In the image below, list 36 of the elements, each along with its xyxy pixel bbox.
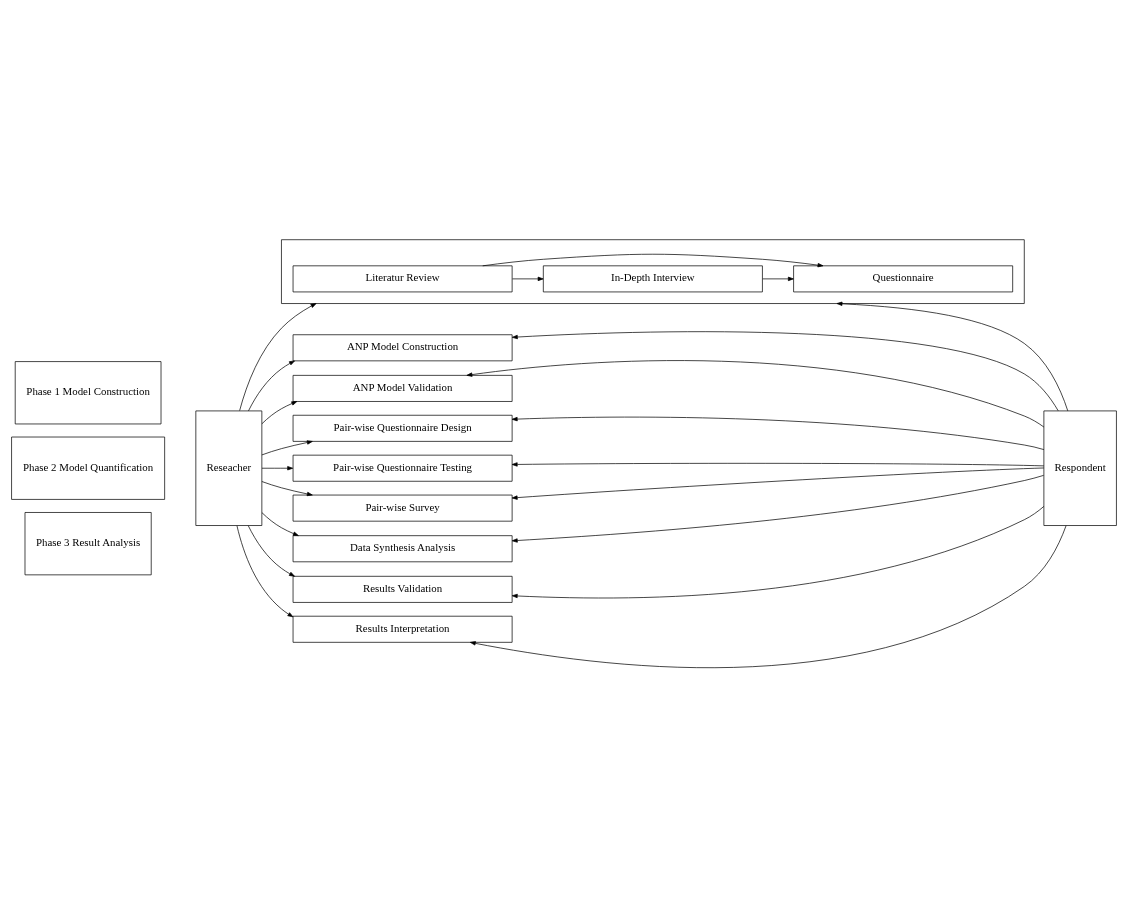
arrow bbox=[469, 525, 1067, 668]
node-box: ANP Model Validation bbox=[292, 375, 513, 402]
arrow bbox=[762, 276, 794, 282]
arrow bbox=[239, 303, 317, 411]
node-box: Results Interpretation bbox=[292, 615, 513, 643]
arrow bbox=[511, 331, 1059, 412]
arrow bbox=[466, 360, 1045, 428]
arrow bbox=[512, 276, 544, 282]
arrow bbox=[511, 475, 1044, 543]
node-box: Reseacher bbox=[195, 410, 263, 526]
node-box: Pair-wise Questionnaire Testing bbox=[292, 454, 513, 482]
arrow bbox=[261, 512, 299, 536]
arrow bbox=[261, 401, 298, 425]
arrow bbox=[511, 416, 1045, 450]
node-box: Phase 3 Result Analysis bbox=[24, 512, 152, 576]
node-box: ANP Model Construction bbox=[292, 334, 513, 362]
arrow bbox=[261, 440, 313, 456]
node-box: Data Synthesis Analysis bbox=[292, 535, 513, 563]
arrow bbox=[511, 462, 1045, 467]
arrow bbox=[261, 481, 313, 497]
node-box: Pair-wise Survey bbox=[292, 494, 513, 522]
arrow bbox=[482, 253, 824, 268]
arrow bbox=[247, 525, 295, 577]
arrow bbox=[261, 466, 294, 471]
node-box: Phase 1 Model Construction bbox=[14, 361, 162, 425]
node-box: Pair-wise Questionnaire Design bbox=[292, 414, 513, 442]
arrow bbox=[236, 525, 294, 618]
arrow bbox=[836, 301, 1069, 412]
node-box: Phase 2 Model Quantification bbox=[11, 436, 165, 500]
node-box: Literatur Review bbox=[292, 265, 513, 293]
node-box: Results Validation bbox=[292, 575, 513, 603]
node-box: Respondent bbox=[1043, 410, 1117, 526]
arrow bbox=[511, 506, 1045, 599]
arrow bbox=[511, 467, 1045, 500]
arrow bbox=[248, 360, 295, 412]
node-box: In-Depth Interview bbox=[542, 265, 763, 293]
